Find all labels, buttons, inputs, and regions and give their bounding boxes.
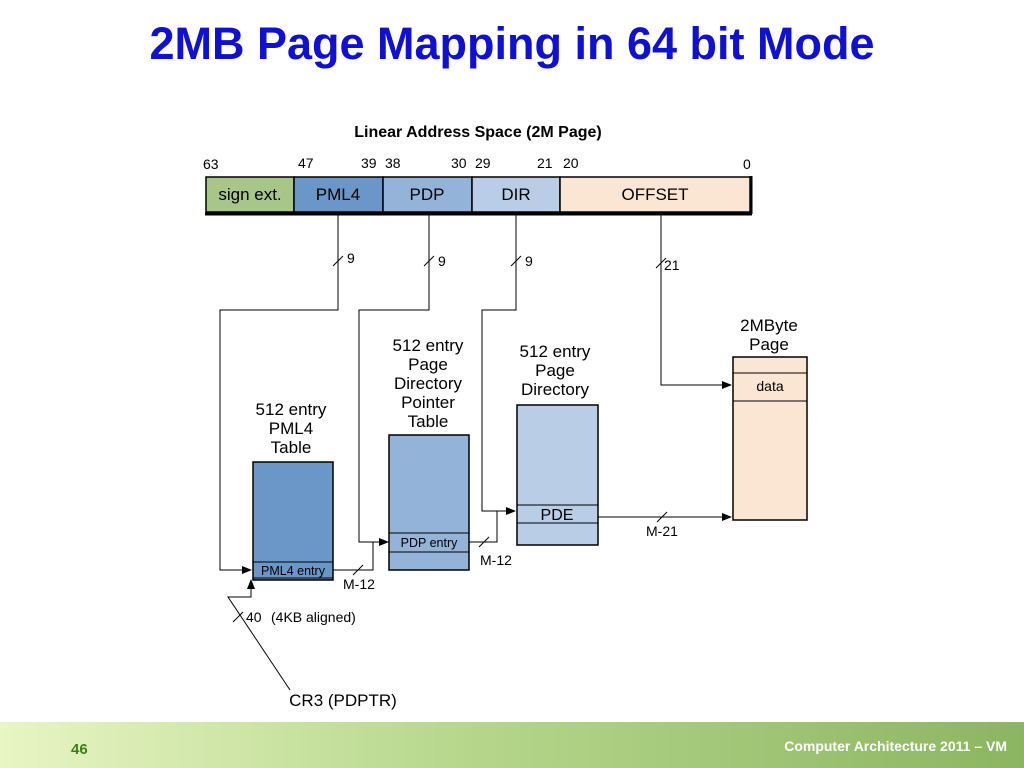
field-sign-ext — [205, 176, 295, 213]
pdp-table-caption-line-5: Table — [408, 412, 449, 431]
page-directory-table: 512 entry Page Directory PDE — [516, 342, 599, 546]
bit-label-30: 30 — [451, 155, 467, 171]
field-label-sign-ext: sign ext. — [218, 185, 281, 204]
pde-entry: PDE — [541, 507, 574, 524]
bit-label-38: 38 — [385, 155, 401, 171]
bit-label-63: 63 — [203, 156, 219, 172]
cr3-line — [227, 579, 291, 691]
bit-label-29: 29 — [475, 155, 491, 171]
pd-table-box — [516, 404, 599, 546]
pml4-to-pdp-bus-label: M-12 — [343, 576, 375, 592]
bus-slashes — [232, 255, 668, 623]
pml4-table-caption-line-3: Table — [271, 438, 312, 457]
pdp-table-caption-line-4: Pointer — [401, 393, 455, 412]
pdp-to-pd-bus-label: M-12 — [480, 552, 512, 568]
pdp-table-box — [388, 434, 470, 571]
slide-title: 2MB Page Mapping in 64 bit Mode — [149, 18, 875, 69]
footer-course-title: Computer Architecture 2011 – VM — [784, 738, 1007, 754]
page-box — [732, 356, 808, 521]
pd-table-caption-line-3: Directory — [521, 380, 590, 399]
pml4-table-caption-line-2: PML4 — [269, 419, 313, 438]
connectors — [219, 214, 732, 691]
field-dir — [471, 176, 561, 213]
cr3-alignment-note: (4KB aligned) — [271, 609, 356, 625]
pml4-entry: PML4 entry — [261, 564, 326, 578]
pde-to-page-bus-label: M-21 — [646, 523, 678, 539]
field-label-pml4: PML4 — [316, 185, 360, 204]
pdp-entry-to-pd-line — [469, 511, 498, 543]
page-data-entry: data — [756, 378, 783, 394]
field-pml4 — [293, 176, 384, 213]
page-caption-line-2: Page — [749, 335, 789, 354]
pd-table-caption-line-1: 512 entry — [520, 342, 591, 361]
bit-label-20: 20 — [563, 155, 579, 171]
pml4-table-box — [252, 461, 334, 581]
cr3-width-label: 40 — [246, 609, 262, 625]
slide-footer: 46 Computer Architecture 2011 – VM — [0, 722, 1024, 768]
bit-label-39: 39 — [361, 155, 377, 171]
bit-label-0: 0 — [743, 156, 751, 172]
cr3-register-label: CR3 (PDPTR) — [289, 691, 397, 710]
field-label-dir: DIR — [501, 185, 530, 204]
field-label-pdp: PDP — [410, 185, 445, 204]
pd-table-caption-line-2: Page — [535, 361, 575, 380]
pdp-table-caption-line-3: Directory — [394, 374, 463, 393]
field-pdp — [382, 176, 473, 213]
dir-width-label: 9 — [525, 253, 533, 269]
address-space-title: Linear Address Space (2M Page) — [354, 124, 602, 141]
slide-number: 46 — [71, 741, 88, 758]
bit-label-21: 21 — [537, 155, 553, 171]
page-caption-line-1: 2MByte — [740, 316, 798, 335]
pdp-table: 512 entry Page Directory Pointer Table P… — [388, 336, 470, 571]
pml4-entry-to-pdp-line — [333, 542, 374, 571]
offset-width-label: 21 — [664, 257, 680, 273]
pdp-entry: PDP entry — [401, 536, 458, 550]
pdp-table-caption-line-2: Page — [408, 355, 448, 374]
field-offset — [559, 176, 751, 213]
bit-label-47: 47 — [298, 155, 314, 171]
pdp-table-caption-line-1: 512 entry — [393, 336, 464, 355]
pml4-table: 512 entry PML4 Table PML4 entry — [252, 400, 334, 581]
pdp-width-label: 9 — [438, 253, 446, 269]
offset-line — [660, 214, 732, 389]
dir-index-line — [481, 214, 517, 515]
pml4-width-label: 9 — [347, 250, 355, 266]
pml4-index-line — [219, 214, 339, 574]
page-mapping-diagram: Linear Address Space (2M Page) 63 47 39 … — [203, 124, 808, 710]
field-label-offset: OFFSET — [621, 185, 688, 204]
linear-address-register: sign ext. PML4 PDP DIR OFFSET — [205, 176, 753, 216]
pml4-table-caption-line-1: 512 entry — [256, 400, 327, 419]
two-megabyte-page: 2MByte Page data — [732, 316, 808, 521]
pdp-index-line — [358, 214, 430, 546]
